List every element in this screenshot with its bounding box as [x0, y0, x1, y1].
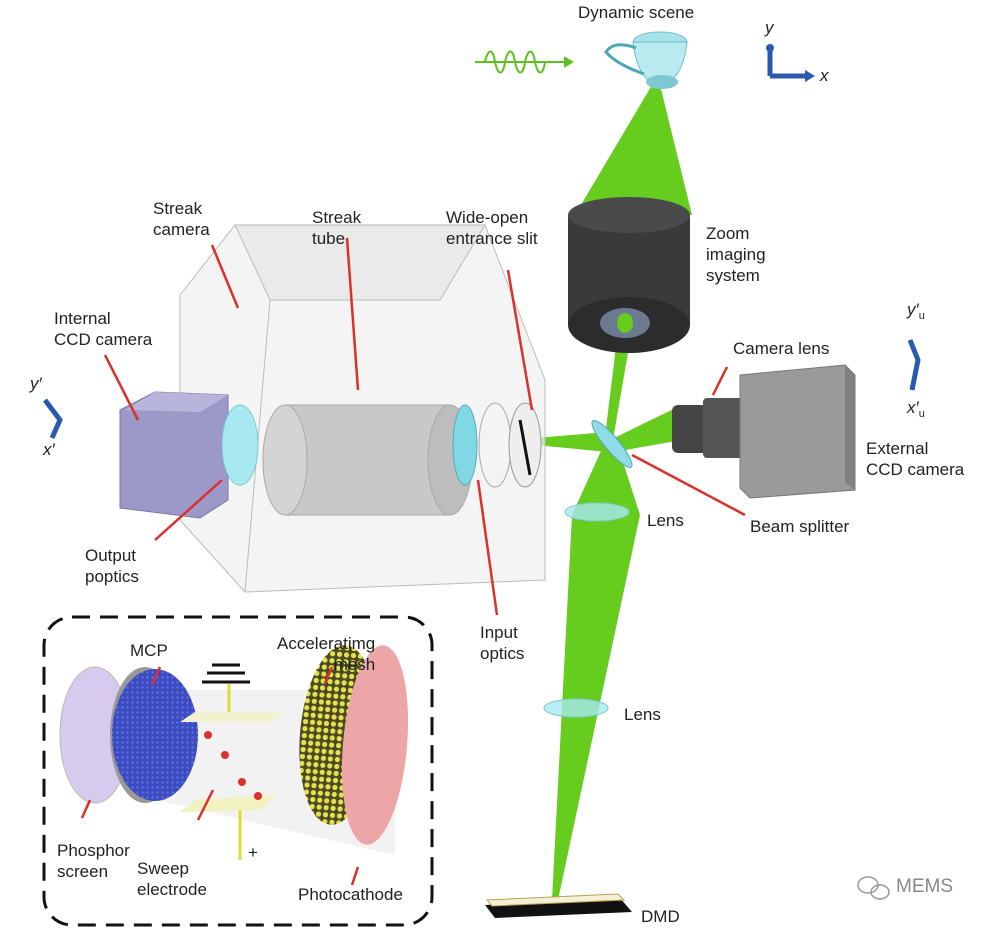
external-axes-icon — [907, 339, 921, 391]
light-beam — [535, 85, 692, 900]
wechat-icon — [857, 876, 890, 900]
scene-axes-icon — [766, 44, 815, 82]
label-camera-lens: Camera lens — [733, 339, 830, 358]
leader-lines — [103, 237, 746, 616]
axis-y-prime-label: y′ — [30, 374, 42, 393]
label-beam-splitter: Beam splitter — [750, 517, 850, 536]
light-pulse-icon — [475, 50, 575, 74]
watermark-text: MEMS — [896, 876, 953, 897]
beam-splitter — [591, 420, 633, 468]
label-dynamic-scene: Dynamic scene — [578, 3, 695, 22]
input-optics — [452, 402, 542, 488]
dmd-device — [485, 893, 632, 918]
label-plus-sign: + — [248, 843, 258, 862]
teacup-scene — [604, 31, 688, 89]
label-lens-upper: Lens — [647, 511, 684, 530]
label-dmd: DMD — [641, 907, 680, 926]
axis-x-label: x — [820, 66, 829, 85]
streak-tube-inset — [42, 615, 434, 927]
axis-y-label: y — [765, 18, 774, 37]
axis-yu-label: y′u — [907, 300, 925, 322]
axis-xu-label: x′u — [907, 398, 925, 420]
output-optics-lens — [221, 404, 259, 486]
internal-ccd-camera — [119, 391, 229, 519]
label-lens-lower: Lens — [624, 705, 661, 724]
axis-x-prime-label: x′ — [43, 440, 55, 459]
streak-tube — [262, 404, 473, 516]
internal-axes-icon — [43, 398, 63, 440]
zoom-imaging-system — [568, 197, 690, 353]
lens-lower — [543, 698, 609, 718]
lens-upper — [564, 502, 630, 522]
entrance-slit — [518, 419, 532, 476]
label-mcp: MCP — [130, 641, 168, 660]
label-photocathode: Photocathode — [298, 885, 403, 904]
external-ccd-camera — [672, 364, 856, 499]
